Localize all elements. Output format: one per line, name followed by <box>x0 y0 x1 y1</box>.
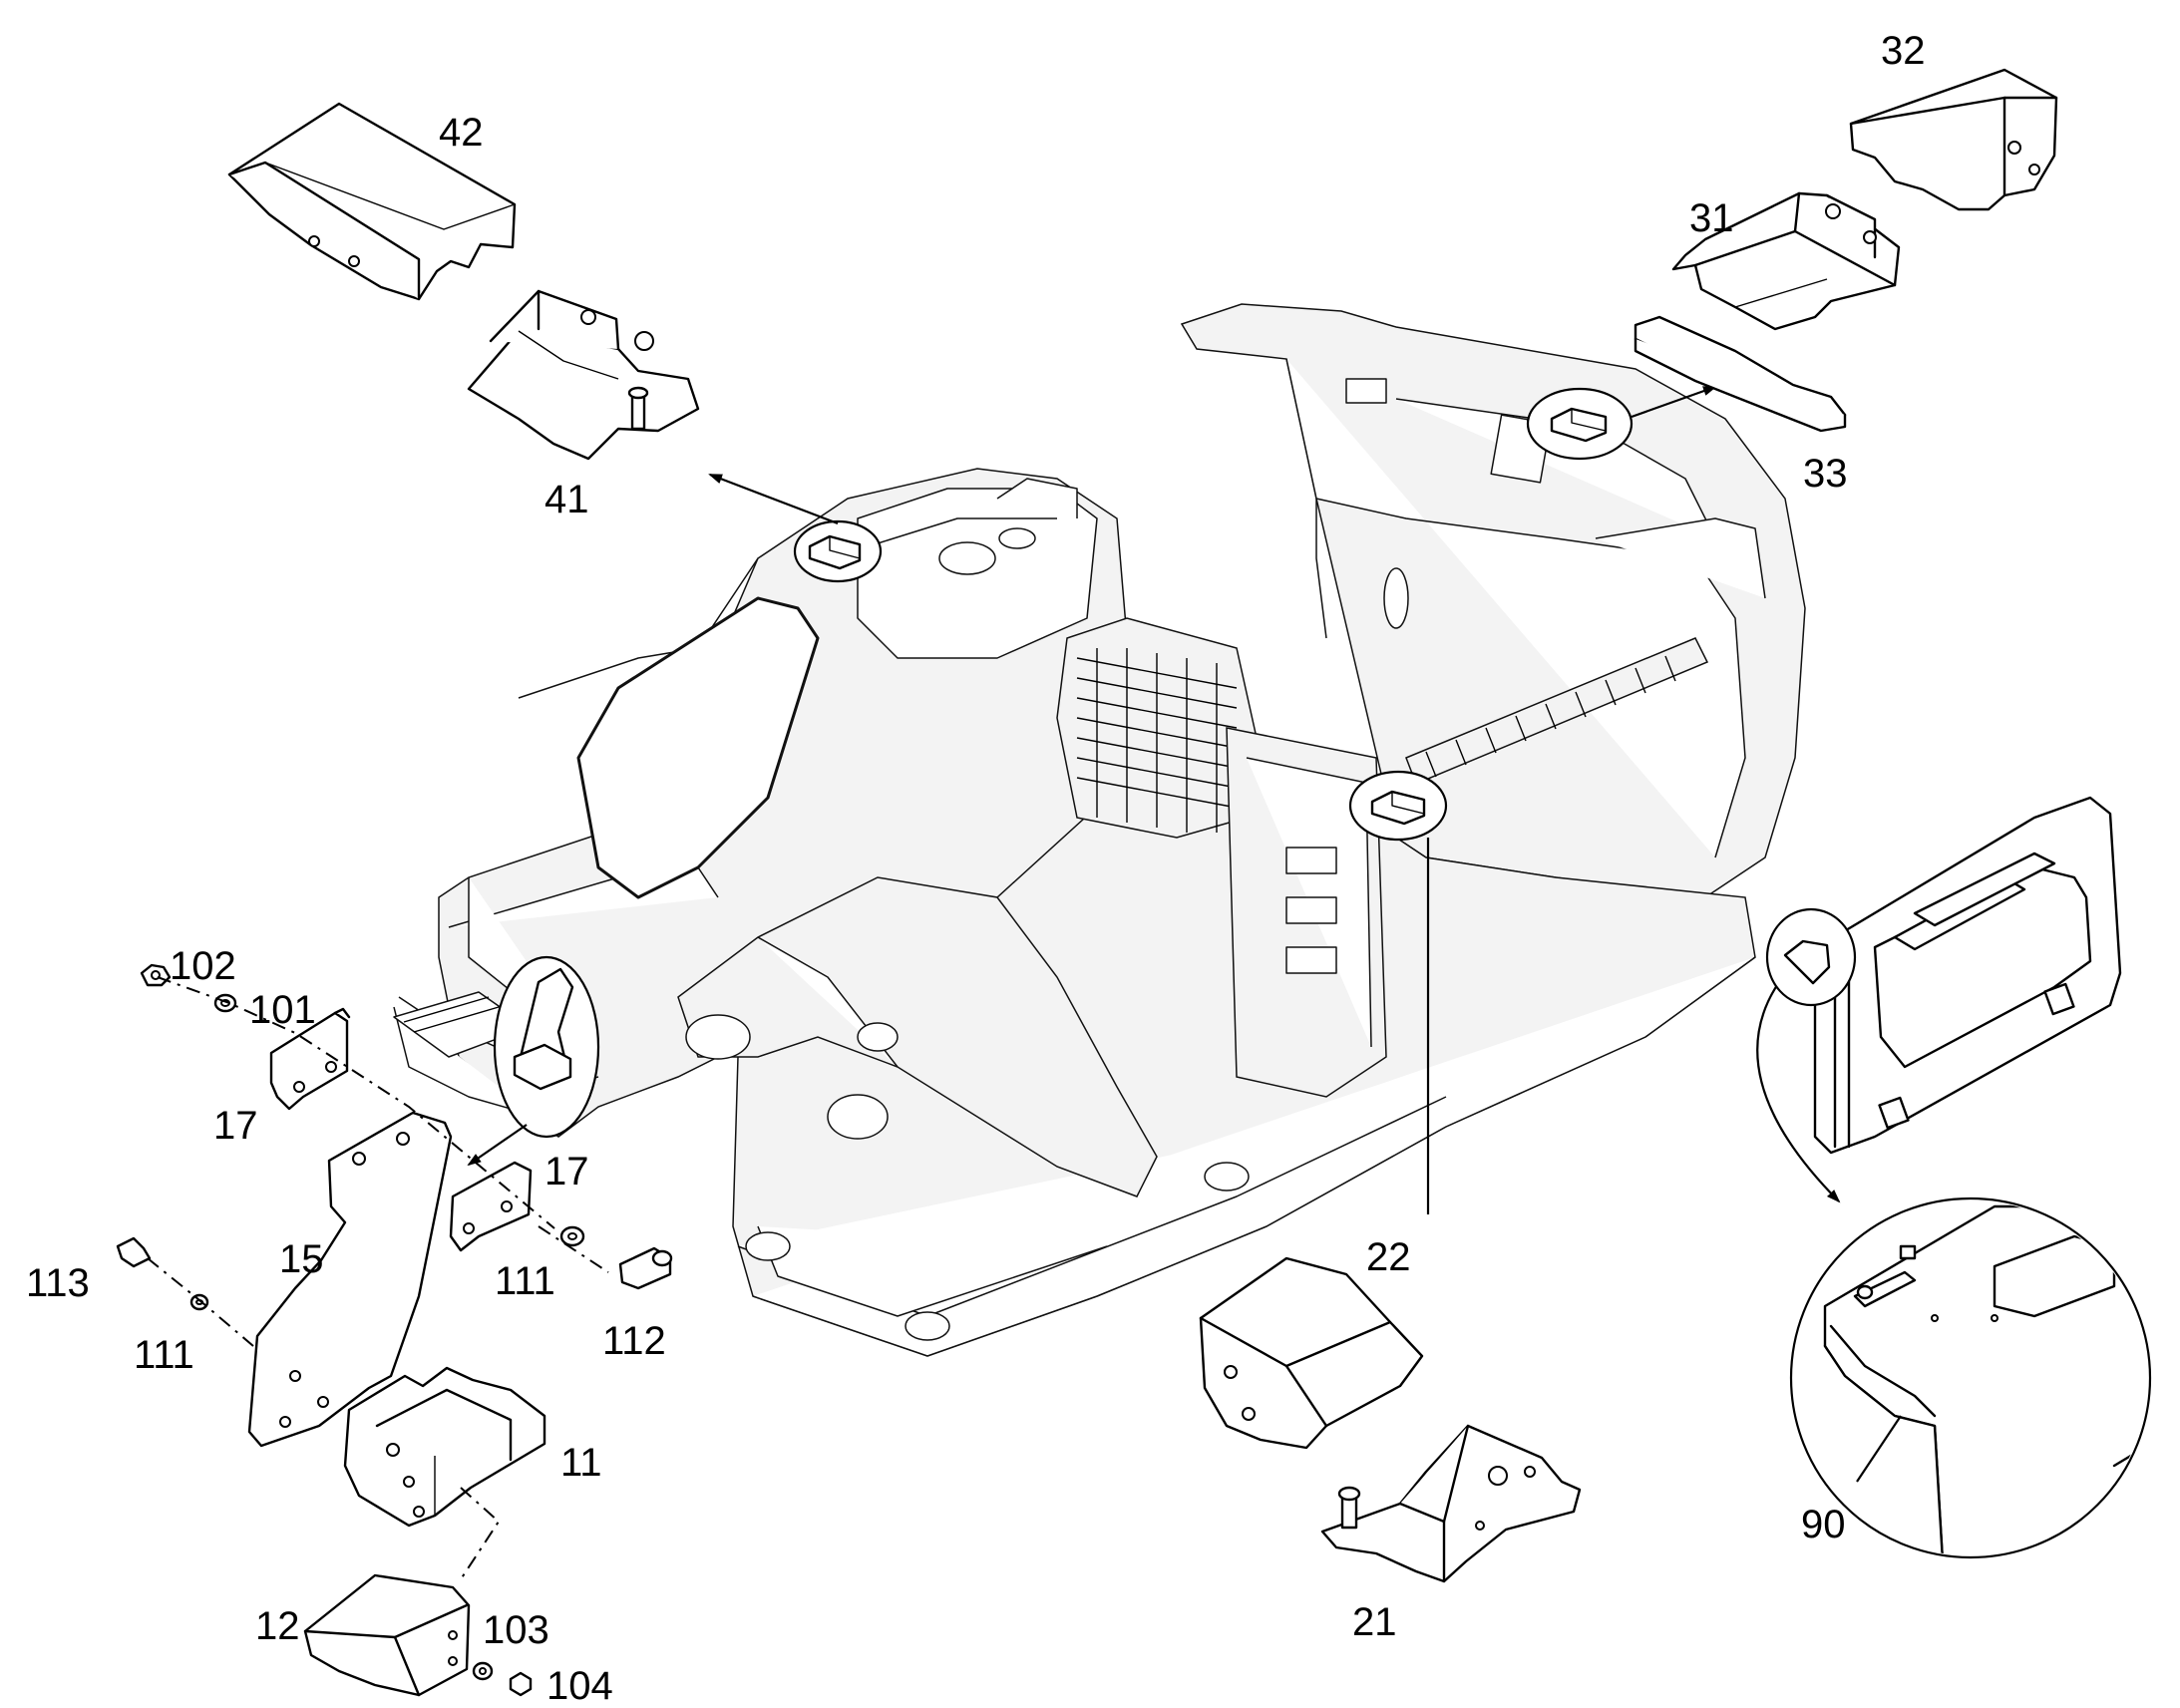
label-111-left: 111 <box>134 1333 194 1377</box>
label-31: 31 <box>1689 196 1734 240</box>
label-11: 11 <box>560 1441 602 1485</box>
label-32: 32 <box>1881 29 1926 73</box>
label-15: 15 <box>279 1237 324 1281</box>
part-32-cover <box>1849 68 2058 211</box>
assembly-line-left <box>147 1257 254 1347</box>
assembly-line-right <box>538 1225 609 1273</box>
arrow-to-33 <box>1631 385 1717 419</box>
part-41-bracket <box>467 289 700 461</box>
label-21: 21 <box>1352 1600 1397 1644</box>
label-41: 41 <box>545 478 589 521</box>
part-11-box-bracket <box>343 1366 546 1528</box>
assembly-line-upper <box>157 976 555 1229</box>
label-102: 102 <box>170 944 236 988</box>
arrow-to-90 <box>1756 981 1841 1203</box>
washer-111-left <box>189 1293 209 1311</box>
detail-circle-90-large <box>1789 1196 2152 1559</box>
bolt-104 <box>509 1671 533 1697</box>
part-21-bracket <box>1320 1424 1582 1583</box>
bolt-113 <box>116 1236 152 1268</box>
assembly-line-bottom <box>460 1487 501 1580</box>
washer-111-right <box>559 1225 585 1247</box>
label-90: 90 <box>1801 1503 1846 1546</box>
detail-circle-22 <box>1348 770 1448 842</box>
nut-102 <box>140 963 172 987</box>
label-101: 101 <box>249 988 316 1032</box>
label-12: 12 <box>255 1604 300 1648</box>
part-17-lower-plate <box>449 1161 533 1252</box>
detail-circle-90-small <box>1765 907 1857 1007</box>
part-15-long-bracket <box>247 1111 453 1448</box>
label-17-lower: 17 <box>545 1150 589 1194</box>
label-104: 104 <box>546 1664 613 1708</box>
label-22: 22 <box>1366 1235 1411 1279</box>
detail-circle-15 <box>493 955 600 1139</box>
detail-circle-33 <box>1526 387 1634 461</box>
side-panel <box>1813 796 2122 1155</box>
detail-circle-41 <box>793 519 883 583</box>
label-33: 33 <box>1803 452 1848 496</box>
washer-103 <box>472 1661 494 1681</box>
machine-upper-frame <box>393 303 1806 1357</box>
arrow-to-15 <box>467 1124 528 1167</box>
washer-101 <box>213 993 237 1013</box>
part-12-cover <box>303 1573 471 1697</box>
part-33-plate <box>1634 315 1847 433</box>
label-111-right: 111 <box>495 1259 555 1303</box>
label-42: 42 <box>439 111 484 155</box>
part-31-bracket <box>1671 191 1901 331</box>
part-42-cover <box>227 102 517 301</box>
label-112: 112 <box>602 1319 666 1363</box>
label-103: 103 <box>483 1608 549 1652</box>
part-22-cover <box>1199 1256 1424 1450</box>
arrow-to-41 <box>708 473 839 525</box>
label-17-upper: 17 <box>213 1104 258 1148</box>
leader-90 <box>1856 1415 1902 1483</box>
part-17-upper-plate <box>269 1007 351 1111</box>
bolt-112 <box>618 1246 673 1290</box>
label-113: 113 <box>26 1261 90 1305</box>
